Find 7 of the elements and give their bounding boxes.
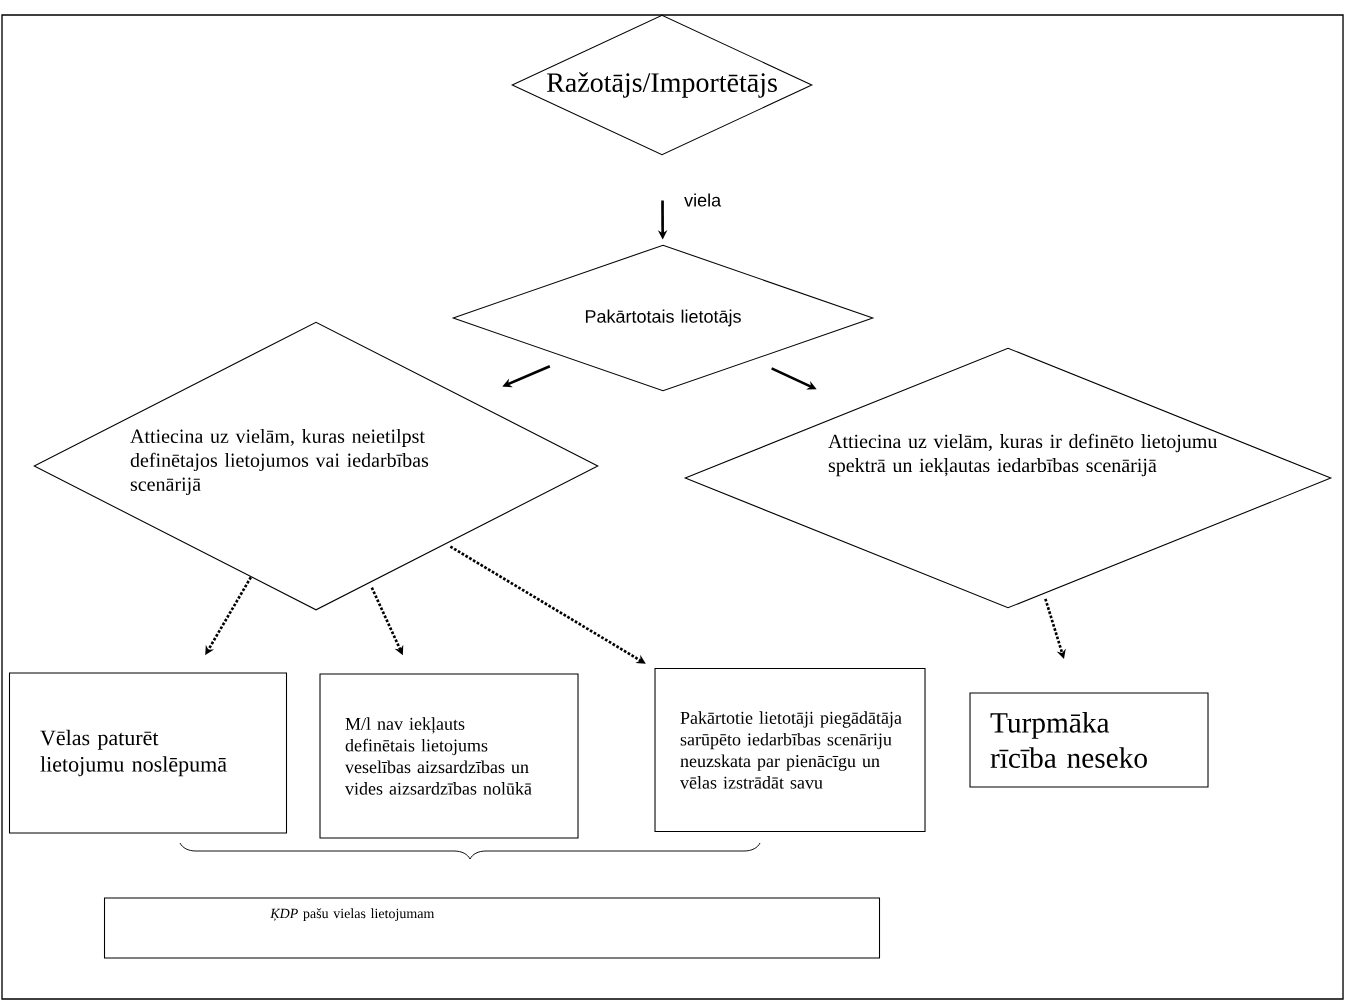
edge-label: viela bbox=[682, 192, 723, 208]
process-box: ĶDP pašu vielas lietojumam bbox=[103, 897, 881, 959]
process-box: M/l nav iekļauts definētais lietojums veselības aizsardzības un vides aizsardzības nolūkā bbox=[319, 673, 579, 839]
arrow bbox=[449, 545, 646, 664]
process-box: Turpmāka rīcība neseko bbox=[969, 692, 1209, 788]
process-box: Vēlas paturēt lietojumu noslēpumā bbox=[8, 672, 288, 834]
process-box: Pakārtotie lietotāji piegādātāja sarūpēto iedarbības scenāriju neuzskata par pienācīgu un vēlas izstrādāt savu bbox=[654, 667, 926, 833]
